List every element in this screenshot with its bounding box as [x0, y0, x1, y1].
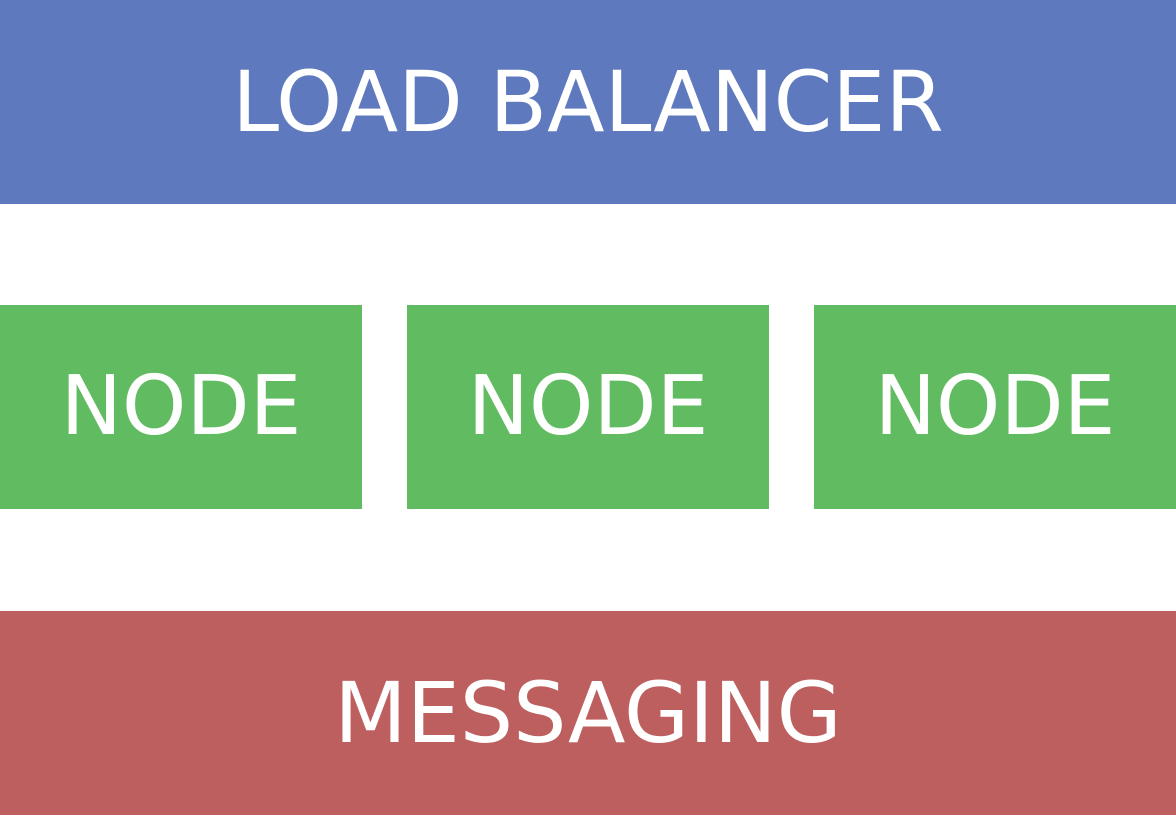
node-label-2: NODE — [467, 359, 709, 454]
messaging-label: MESSAGING — [334, 664, 842, 762]
messaging-block: MESSAGING — [0, 611, 1176, 815]
node-label-1: NODE — [60, 359, 302, 454]
node-block-2: NODE — [407, 305, 769, 509]
node-block-3: NODE — [814, 305, 1176, 509]
load-balancer-label: LOAD BALANCER — [232, 53, 944, 151]
load-balancer-block: LOAD BALANCER — [0, 0, 1176, 204]
node-label-3: NODE — [874, 359, 1116, 454]
node-block-1: NODE — [0, 305, 362, 509]
